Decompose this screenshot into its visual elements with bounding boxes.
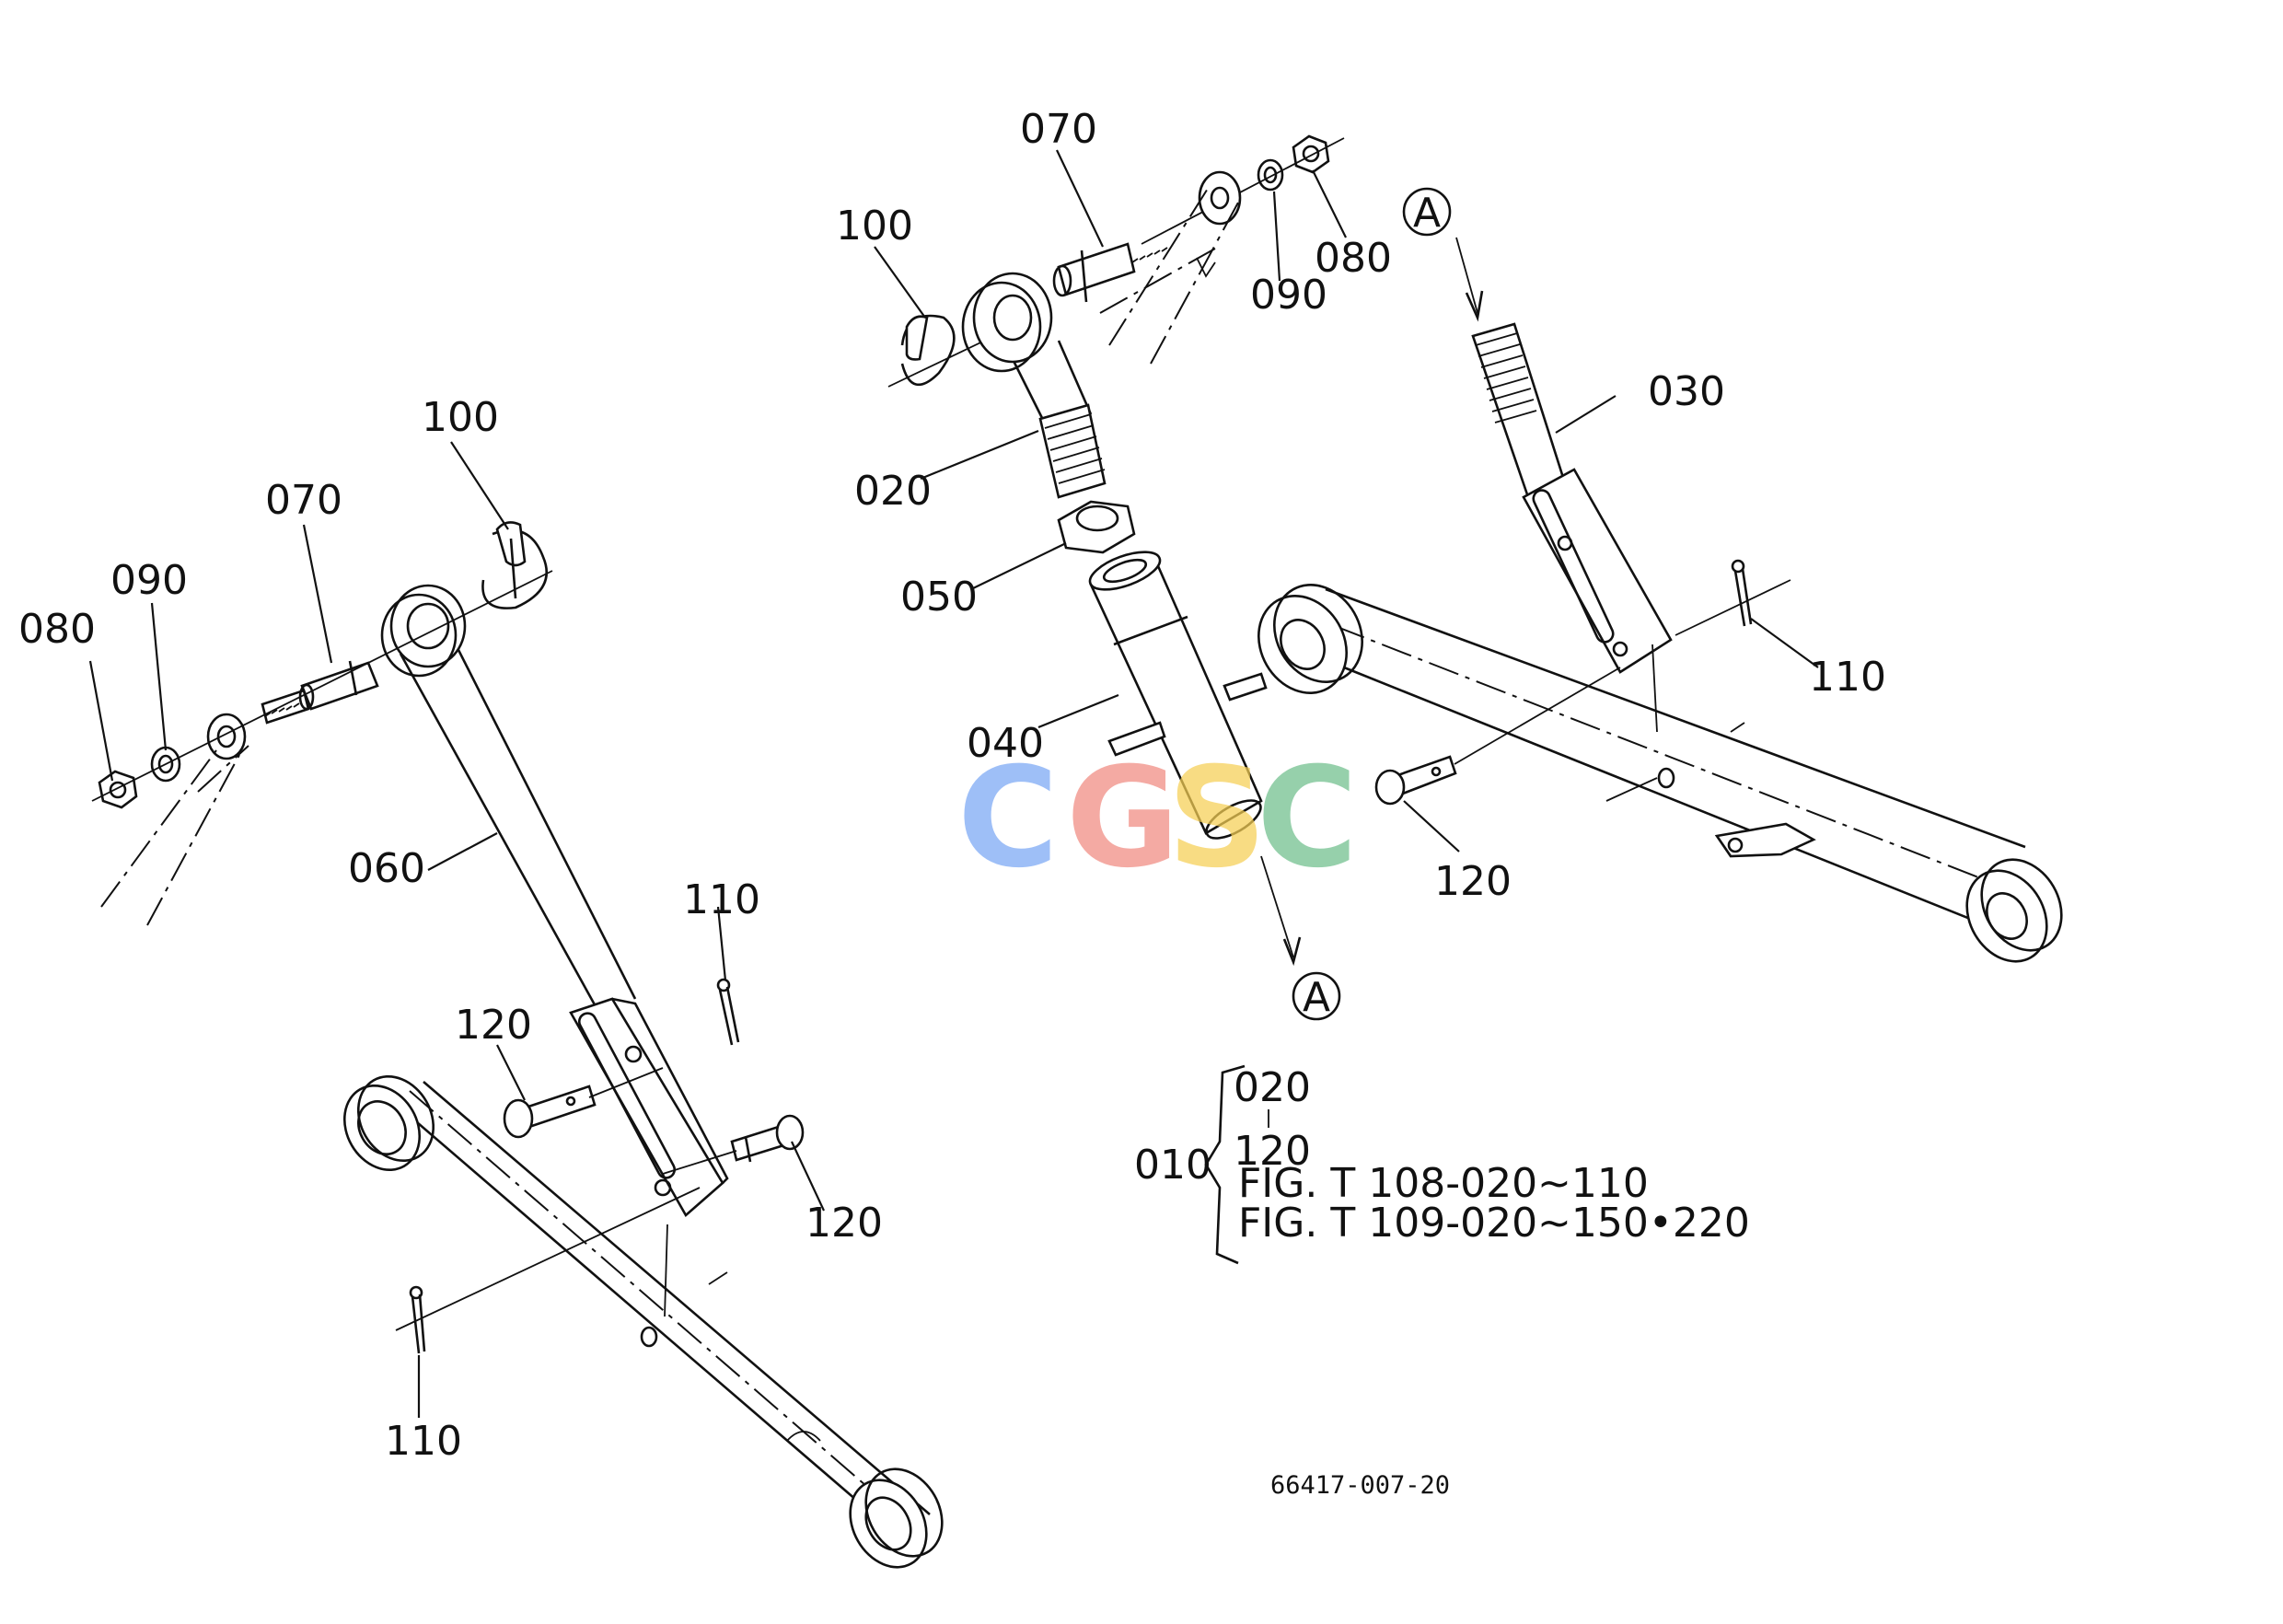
- left-cotter-pin-bottom: [395, 1187, 701, 1354]
- legend-assembly-number: 010: [1134, 1142, 1211, 1189]
- leader-lines: [88, 149, 1819, 1418]
- left-nut-washer: [91, 570, 553, 926]
- top-nut-080-washer-090: [1141, 134, 1345, 245]
- drawing-number: 66417-007-20: [1270, 1471, 1450, 1500]
- right-cotter-pin-110: [1675, 559, 1791, 636]
- right-clevis-pin-120: [1374, 667, 1621, 806]
- label-080-left: 080: [18, 606, 96, 653]
- label-110-left-top: 110: [683, 876, 760, 923]
- label-120-left-b: 120: [805, 1200, 883, 1247]
- label-050: 050: [900, 574, 978, 621]
- left-lift-rod-060: [380, 584, 637, 1009]
- watermark-letter-4: C: [1257, 738, 1358, 899]
- label-060: 060: [348, 845, 425, 892]
- legend-range-end: 120: [1234, 1128, 1311, 1175]
- left-clevis: [569, 997, 729, 1317]
- legend-fig-ref-2: FIG. T 109-020~150•220: [1238, 1200, 1750, 1247]
- top-locknut-050: [1057, 500, 1136, 554]
- watermark-letter-1: C: [957, 738, 1059, 899]
- label-020: 020: [854, 468, 932, 515]
- ref-a-bottom-callout: A: [1292, 971, 1341, 1021]
- label-120-right: 120: [1434, 858, 1512, 905]
- top-sleeve-040: [1088, 551, 1302, 967]
- left-pin-070: [261, 660, 379, 725]
- legend-fig-ref-1: FIG. T 108-020~110: [1238, 1160, 1649, 1207]
- left-lower-link: [342, 1074, 944, 1569]
- top-rod-end-020: [961, 272, 1107, 499]
- label-070-left: 070: [265, 477, 342, 524]
- label-040: 040: [967, 720, 1044, 767]
- legend-range-start: 020: [1234, 1064, 1311, 1111]
- left-clevis-pin-b: [662, 1114, 805, 1175]
- watermark-letter-2: G: [1066, 738, 1179, 899]
- left-clevis-pin-a: [503, 1067, 664, 1139]
- label-110-left-bottom: 110: [385, 1418, 462, 1465]
- ref-a-bottom: A: [1303, 974, 1330, 1021]
- left-lynch-pin-100: [481, 521, 549, 609]
- label-080-top: 080: [1315, 235, 1392, 282]
- top-lynch-pin-100: [887, 314, 995, 388]
- left-lift-assembly: [91, 521, 944, 1569]
- callout-labels: 080 090 070 100 060 110 120 120 110 070 …: [18, 106, 1886, 1465]
- label-030: 030: [1648, 368, 1725, 415]
- label-090-left: 090: [110, 557, 188, 604]
- label-100-left: 100: [422, 394, 499, 441]
- top-rod-assembly: A A: [887, 134, 1484, 1021]
- watermark-logo: C G S C: [957, 738, 1358, 899]
- label-090-top: 090: [1250, 272, 1327, 319]
- label-100-top: 100: [836, 203, 913, 249]
- label-110-right: 110: [1809, 654, 1886, 701]
- top-plate-bracket: [1099, 170, 1242, 365]
- assembly-legend: 010 020 120 FIG. T 108-020~110 FIG. T 10…: [1134, 1064, 1750, 1265]
- ref-a-top: A: [1413, 190, 1441, 237]
- right-lower-link: [1257, 584, 2063, 963]
- label-120-left-a: 120: [455, 1002, 532, 1049]
- right-lift-assembly: [1257, 322, 2063, 963]
- watermark-letter-3: S: [1167, 738, 1267, 899]
- label-070-top: 070: [1020, 106, 1097, 153]
- left-cotter-pin-top: [716, 978, 740, 1046]
- top-pin-070: [1052, 242, 1168, 303]
- ref-a-top-callout: A: [1402, 187, 1484, 322]
- right-threaded-rod-030: [1471, 322, 1673, 733]
